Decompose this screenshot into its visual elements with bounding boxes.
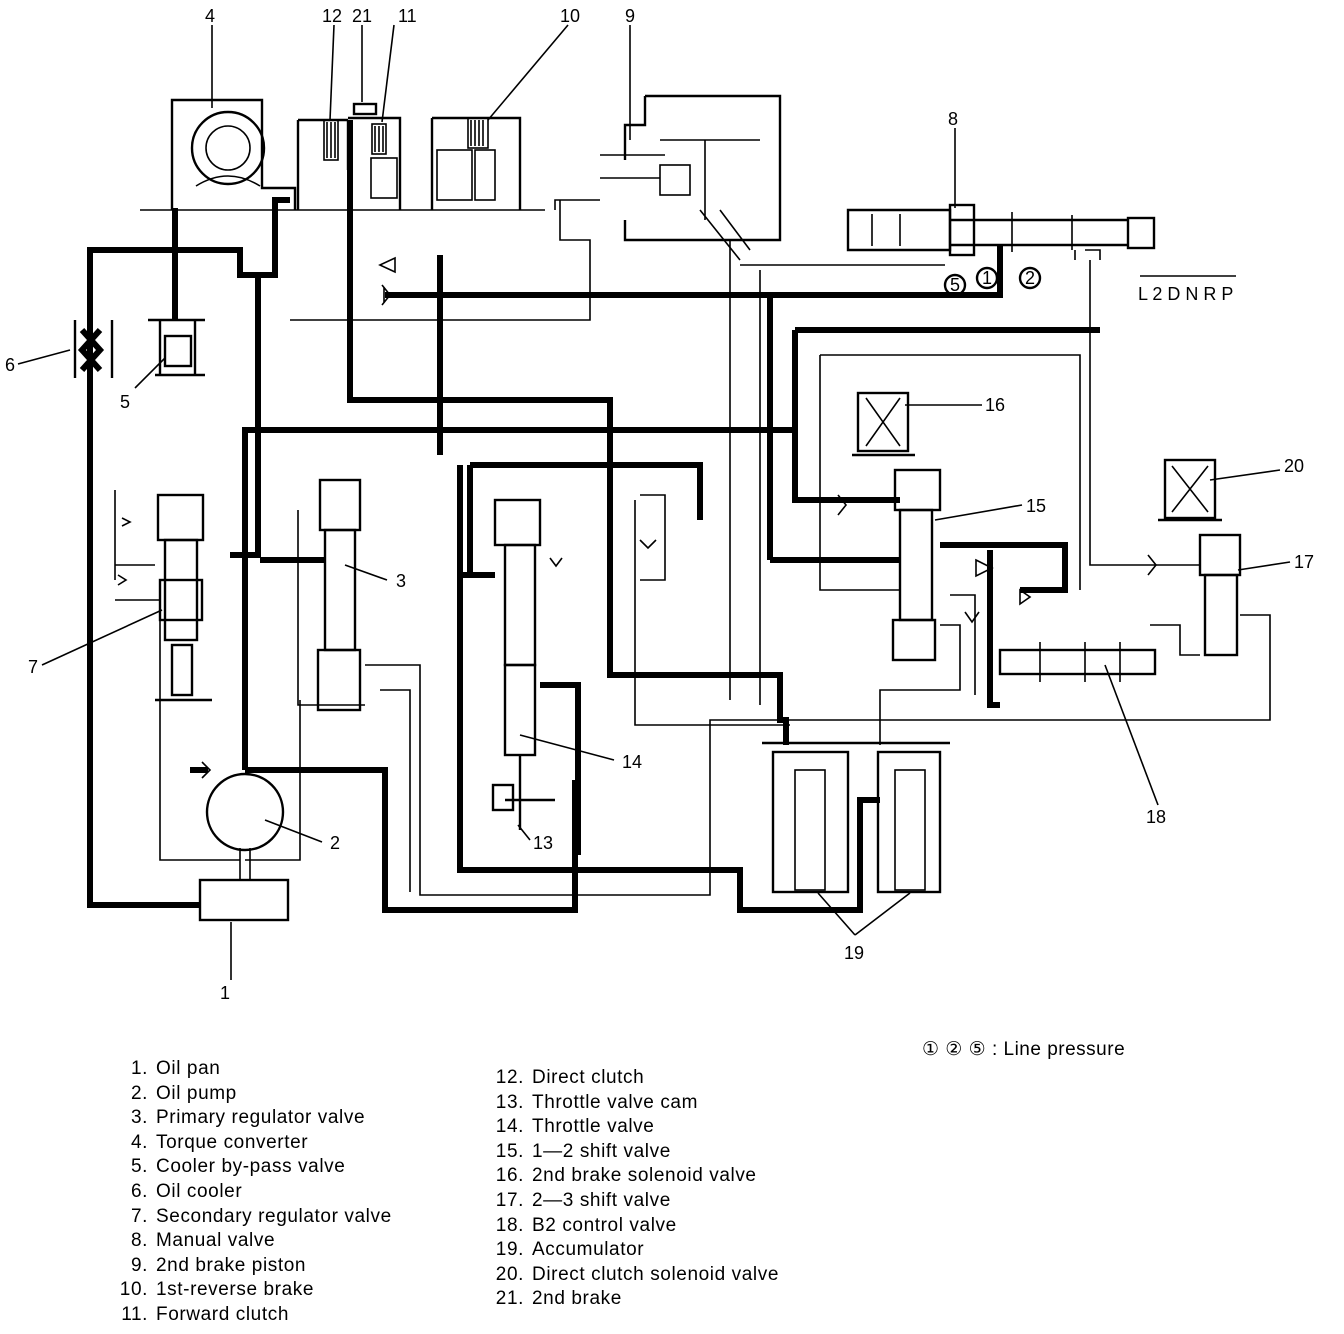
check-valves [117, 256, 1158, 779]
legend-item: 8.Manual valve [130, 1230, 276, 1252]
hydraulic-lines-thin [114, 199, 1271, 896]
callout-11: 11 [398, 6, 417, 26]
callout-10: 10 [560, 6, 580, 26]
oil-pump [205, 772, 285, 852]
legend-column-left: 1.Oil pan 2.Oil pump 3.Primary regulator… [108, 1057, 392, 1328]
legend-item: 1.Oil pan [130, 1058, 221, 1079]
callout-13: 13 [533, 833, 553, 853]
callout-21: 21 [352, 6, 372, 26]
legend-column-right: 12.Direct clutch 13.Throttle valve cam 1… [484, 1066, 779, 1312]
legend-item: 19.Accumulator [495, 1239, 645, 1261]
port-mark-2 [1018, 266, 1042, 290]
legend-item: 10.1st-reverse brake [119, 1279, 315, 1301]
callout-9: 9 [625, 6, 635, 26]
callout-16: 16 [985, 395, 1005, 415]
callout-5: 5 [120, 392, 130, 412]
oil-cooler [73, 320, 114, 378]
port-mark-5-label: 5 [950, 275, 960, 295]
second-brake-solenoid [852, 391, 915, 457]
callout-19: 19 [844, 943, 864, 963]
clutch-pack [296, 102, 522, 210]
line-pressure-symbols: ① ② ⑤ [922, 1039, 987, 1060]
port-mark-2-label: 2 [1025, 268, 1035, 288]
callout-17: 17 [1294, 552, 1314, 572]
direct-clutch-solenoid [1158, 458, 1222, 522]
callout-15: 15 [1026, 496, 1046, 516]
two-three-shift-valve [1198, 533, 1242, 657]
legend-item: 15.1—2 shift valve [495, 1140, 671, 1162]
oil-pan [198, 878, 290, 922]
callout-3: 3 [396, 571, 406, 591]
legend-item: 14.Throttle valve [495, 1116, 655, 1138]
callout-12: 12 [322, 6, 342, 26]
line-pressure-text: : Line pressure [991, 1039, 1126, 1060]
secondary-regulator-valve [155, 493, 212, 702]
legend-item: 3.Primary regulator valve [130, 1107, 366, 1129]
hydraulic-lines-thick [87, 120, 1100, 913]
one-two-shift-valve [891, 468, 942, 662]
legend-item: 13.Throttle valve cam [495, 1091, 699, 1113]
manual-position-labels: L 2 D N R P [1138, 284, 1233, 304]
callout-6: 6 [5, 355, 15, 375]
accumulators [762, 741, 950, 894]
callout-14: 14 [622, 752, 642, 772]
legend-item: 16.2nd brake solenoid valve [495, 1165, 757, 1187]
callout-1: 1 [220, 983, 230, 1003]
primary-regulator-valve [297, 478, 365, 712]
manual-valve [846, 203, 1156, 257]
throttle-valve [491, 498, 555, 830]
line-pressure-note: ① ② ⑤ : Line pressure [922, 1038, 1125, 1061]
second-brake-piston [600, 94, 782, 261]
b2-control-valve [998, 642, 1157, 682]
legend-item: 20.Direct clutch solenoid valve [495, 1263, 780, 1285]
legend-item: 4.Torque converter [130, 1131, 309, 1153]
legend-item: 12.Direct clutch [495, 1067, 645, 1088]
legend-item: 11.Forward clutch [121, 1303, 289, 1325]
legend-item: 2.Oil pump [130, 1082, 237, 1104]
callout-20: 20 [1284, 456, 1304, 476]
callout-2: 2 [330, 833, 340, 853]
callout-18: 18 [1146, 807, 1166, 827]
torque-converter [170, 98, 297, 230]
pump-intake [239, 848, 251, 880]
legend-item: 6.Oil cooler [130, 1180, 243, 1202]
port-mark-1-label: 1 [982, 268, 992, 288]
legend-item: 21.2nd brake [495, 1288, 622, 1310]
leader-lines [17, 24, 1291, 980]
callout-7: 7 [28, 657, 38, 677]
legend-item: 17.2—3 shift valve [495, 1189, 671, 1211]
legend-item: 9.2nd brake piston [130, 1254, 307, 1276]
callout-8: 8 [948, 109, 958, 129]
legend-item: 7.Secondary regulator valve [130, 1205, 392, 1227]
legend-item: 5.Cooler by-pass valve [130, 1156, 346, 1178]
legend-item: 18.B2 control valve [495, 1214, 677, 1236]
callout-4: 4 [205, 6, 215, 26]
